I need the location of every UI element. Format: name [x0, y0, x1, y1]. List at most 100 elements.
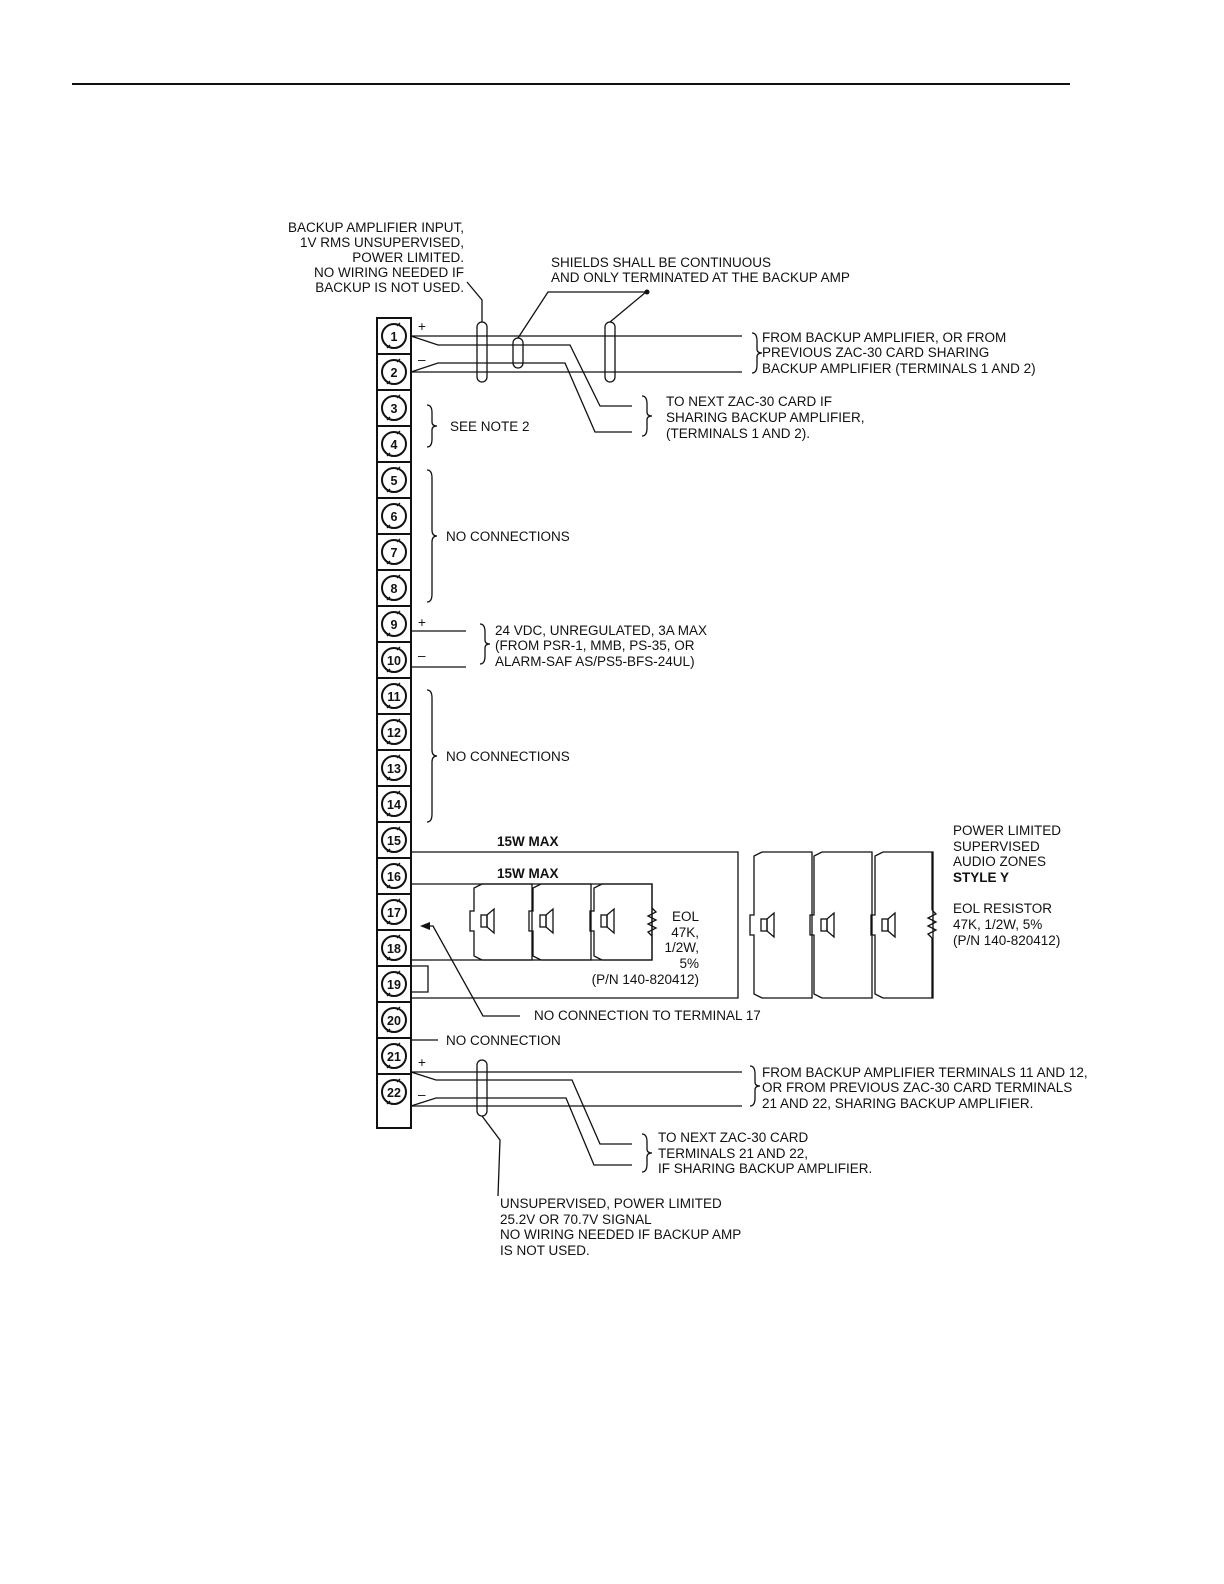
terminal-number: 5 — [391, 474, 398, 488]
from-backup-21-line-3: 21 AND 22, SHARING BACKUP AMPLIFIER. — [762, 1096, 1033, 1111]
minus-2: – — [418, 352, 426, 367]
terminal-number: 12 — [387, 726, 401, 740]
terminal-number: 20 — [387, 1014, 401, 1028]
terminal-number: 19 — [387, 978, 401, 992]
eol-small-line-2: 47K, — [671, 925, 699, 940]
terminal-7: 7 — [381, 538, 407, 565]
speaker-icon — [528, 883, 592, 961]
from-backup-1-line-2: PREVIOUS ZAC-30 CARD SHARING — [762, 345, 989, 360]
to-next-21-line-2: TERMINALS 21 AND 22, — [658, 1146, 808, 1161]
speaker-icon — [469, 883, 533, 961]
terminal-5: 5 — [381, 466, 407, 493]
plus-1: + — [418, 319, 426, 334]
terminal-19: 19 — [381, 970, 407, 997]
terminal-number: 3 — [391, 402, 398, 416]
from-backup-21-line-2: OR FROM PREVIOUS ZAC-30 CARD TERMINALS — [762, 1080, 1072, 1095]
no-connection-17: NO CONNECTION TO TERMINAL 17 — [534, 1008, 761, 1023]
terminal-8: 8 — [381, 574, 407, 601]
power-24v-line-3: ALARM-SAF AS/PS5-BFS-24UL) — [495, 654, 695, 669]
backup-input-line-3: POWER LIMITED. — [352, 250, 464, 265]
to-next-1-line-3: (TERMINALS 1 AND 2). — [666, 426, 810, 441]
backup-input-line-4: NO WIRING NEEDED IF — [314, 265, 464, 280]
style-y-line-3: AUDIO ZONES — [953, 854, 1046, 869]
power-24v-line-2: (FROM PSR-1, MMB, PS-35, OR — [495, 638, 695, 653]
terminal-1: 1 — [381, 322, 407, 349]
terminal-12: 12 — [381, 718, 407, 745]
terminal-15: 15 — [381, 826, 407, 853]
terminal-21: 21 — [381, 1042, 407, 1069]
eol-resistor-line-3: (P/N 140-820412) — [953, 933, 1060, 948]
terminal-number: 6 — [391, 510, 398, 524]
speaker-icon — [749, 851, 813, 999]
style-y-line-2: SUPERVISED — [953, 839, 1040, 854]
terminal-18: 18 — [381, 934, 407, 961]
terminal-number: 7 — [391, 546, 398, 560]
unsupervised-line-1: UNSUPERVISED, POWER LIMITED — [500, 1196, 722, 1211]
terminal-number: 21 — [387, 1050, 401, 1064]
terminal-number: 17 — [387, 906, 401, 920]
eol-resistor-line-1: EOL RESISTOR — [953, 901, 1052, 916]
backup-input-line-5: BACKUP IS NOT USED. — [315, 280, 464, 295]
terminal-number: 22 — [387, 1086, 401, 1100]
no-connection-20: NO CONNECTION — [446, 1033, 561, 1048]
eol-small-line-1: EOL — [672, 909, 700, 924]
eol-small-line-3: 1/2W, — [664, 940, 699, 955]
terminal-number: 10 — [387, 654, 401, 668]
terminal-4: 4 — [381, 430, 407, 457]
shields-line-1: SHIELDS SHALL BE CONTINUOUS — [551, 255, 771, 270]
terminal-11: 11 — [381, 682, 407, 709]
no-connections-a: NO CONNECTIONS — [446, 529, 570, 544]
speaker-icon — [809, 851, 873, 999]
terminal-10: 10 — [381, 646, 407, 673]
labels: + – + – + – BACKUP AMPLIFIER INPUT, 1V R… — [288, 220, 1088, 1258]
speaker-circuits — [411, 851, 938, 1017]
terminal-number: 13 — [387, 762, 401, 776]
speaker-icon — [870, 851, 934, 999]
power-24v-line-1: 24 VDC, UNREGULATED, 3A MAX — [495, 623, 707, 638]
speaker-icon — [589, 883, 653, 961]
from-backup-1-line-3: BACKUP AMPLIFIER (TERMINALS 1 AND 2) — [762, 361, 1036, 376]
plus-9: + — [418, 615, 426, 630]
to-next-1-line-1: TO NEXT ZAC-30 CARD IF — [666, 394, 832, 409]
style-y-line-4: STYLE Y — [953, 870, 1009, 885]
unsupervised-line-3: NO WIRING NEEDED IF BACKUP AMP — [500, 1227, 741, 1242]
terminal-number: 18 — [387, 942, 401, 956]
to-next-1-line-2: SHARING BACKUP AMPLIFIER, — [666, 410, 865, 425]
max-15w-a: 15W MAX — [497, 834, 559, 849]
terminal-number: 1 — [391, 330, 398, 344]
terminal-number: 8 — [391, 582, 398, 596]
terminal-17: 17 — [381, 898, 407, 925]
braces — [411, 404, 491, 823]
terminal-number: 2 — [391, 366, 398, 380]
unsupervised-line-2: 25.2V OR 70.7V SIGNAL — [500, 1212, 652, 1227]
see-note-2: SEE NOTE 2 — [450, 419, 530, 434]
to-next-21-line-3: IF SHARING BACKUP AMPLIFIER. — [658, 1161, 872, 1176]
terminal-3: 3 — [381, 394, 407, 421]
backup-signal-wiring — [410, 1059, 761, 1197]
terminal-2: 2 — [381, 358, 407, 385]
to-next-21-line-1: TO NEXT ZAC-30 CARD — [658, 1130, 809, 1145]
from-backup-21-line-1: FROM BACKUP AMPLIFIER TERMINALS 11 AND 1… — [762, 1065, 1088, 1080]
terminal-number: 16 — [387, 870, 401, 884]
eol-small-line-5: (P/N 140-820412) — [592, 972, 699, 987]
shields-line-2: AND ONLY TERMINATED AT THE BACKUP AMP — [551, 270, 850, 285]
eol-resistor-line-2: 47K, 1/2W, 5% — [953, 917, 1042, 932]
minus-22: – — [418, 1087, 426, 1102]
unsupervised-line-4: IS NOT USED. — [500, 1243, 590, 1258]
plus-21: + — [418, 1055, 426, 1070]
from-backup-1-line-1: FROM BACKUP AMPLIFIER, OR FROM — [762, 330, 1006, 345]
backup-input-line-2: 1V RMS UNSUPERVISED, — [300, 235, 464, 250]
terminal-number: 11 — [387, 690, 400, 704]
terminal-9: 9 — [381, 610, 407, 637]
terminal-16: 16 — [381, 862, 407, 889]
terminal-20: 20 — [381, 1006, 407, 1033]
max-15w-b: 15W MAX — [497, 866, 559, 881]
terminal-13: 13 — [381, 754, 407, 781]
backup-input-wiring — [410, 281, 763, 437]
terminal-14: 14 — [381, 790, 407, 817]
backup-input-line-1: BACKUP AMPLIFIER INPUT, — [288, 220, 464, 235]
no-connections-b: NO CONNECTIONS — [446, 749, 570, 764]
terminal-6: 6 — [381, 502, 407, 529]
